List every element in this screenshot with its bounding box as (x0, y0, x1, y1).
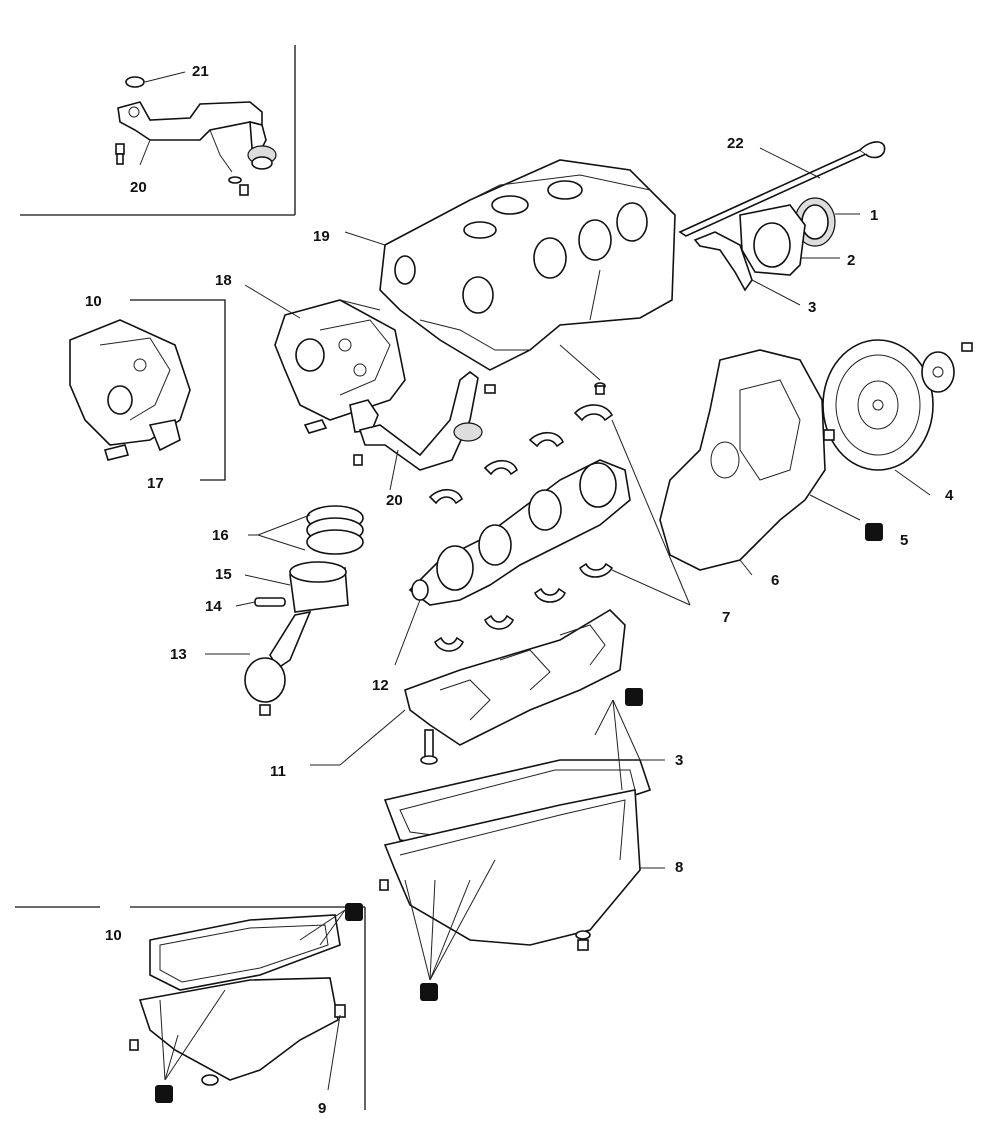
callout-16: 16 (212, 527, 229, 544)
callout-12: 12 (372, 677, 389, 694)
dipstick (678, 141, 886, 237)
callout-20-main: 20 (386, 492, 403, 509)
callout-22: 22 (727, 135, 744, 152)
callout-9: 9 (318, 1100, 326, 1117)
callout-20-inset: 20 (130, 179, 147, 196)
callout-labels: 1 2 3 3 4 5 6 7 8 9 10 10 11 12 13 14 15… (85, 63, 954, 1117)
callout-4: 4 (945, 487, 954, 504)
callout-21: 21 (192, 63, 209, 80)
callout-18: 18 (215, 272, 232, 289)
callout-17: 17 (147, 475, 164, 492)
callout-13: 13 (170, 646, 187, 663)
flywheel (822, 339, 973, 496)
inset-frame-oil-strainer (20, 45, 296, 216)
callout-2: 2 (847, 252, 855, 269)
oil-pump-front-cover (244, 284, 406, 434)
oil-pan-inset (129, 909, 346, 1091)
oil-strainer-inset (115, 71, 277, 196)
callout-10-pump: 10 (85, 293, 102, 310)
callout-7: 7 (722, 609, 730, 626)
inset-frame-oil-pan (15, 906, 366, 1110)
inset-frame-oil-pump (130, 299, 226, 481)
callout-1: 1 (870, 207, 878, 224)
callout-5: 5 (900, 532, 908, 549)
callout-8: 8 (675, 859, 683, 876)
callout-11: 11 (270, 763, 286, 780)
piston-assembly (205, 505, 364, 716)
rear-seal-assembly (693, 197, 860, 306)
main-bearings (428, 404, 691, 652)
oil-pump-inset (69, 319, 191, 461)
callout-10-pan: 10 (105, 927, 122, 944)
oil-strainer-main (353, 370, 496, 491)
sealant-symbol-icon (155, 523, 883, 1103)
callout-19: 19 (313, 228, 330, 245)
callout-3-seal: 3 (808, 299, 816, 316)
rear-plate (659, 349, 861, 576)
oil-pan-assembly (379, 699, 665, 981)
main-bearing-cap-beam (310, 608, 626, 766)
cylinder-block (344, 159, 676, 395)
callout-15: 15 (215, 566, 232, 583)
callout-6: 6 (771, 572, 779, 589)
crankshaft (394, 459, 631, 666)
callout-3-gasket: 3 (675, 752, 683, 769)
callout-14: 14 (205, 598, 222, 615)
